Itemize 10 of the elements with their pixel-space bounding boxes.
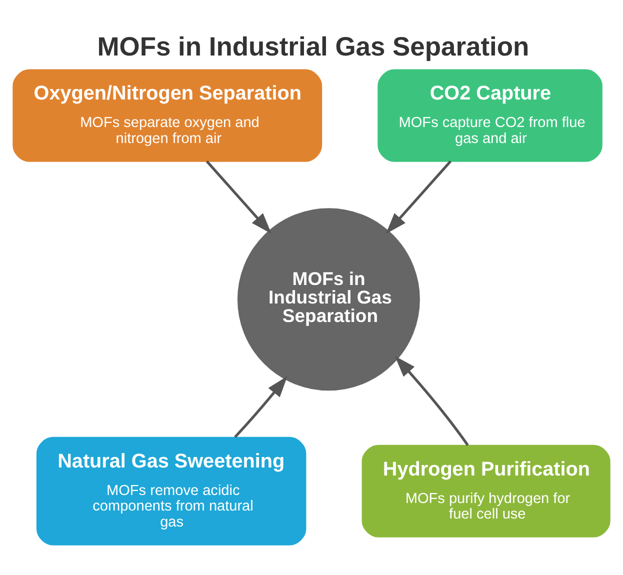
arrow xyxy=(206,160,272,234)
arrow xyxy=(386,160,452,234)
arrow xyxy=(394,356,469,446)
node-box: Hydrogen Purification MOFs purify hydrogen for fuel cell use xyxy=(362,444,610,538)
node-box: Oxygen/Nitrogen Separation MOFs separate oxygen and nitrogen from air xyxy=(12,69,322,162)
node-box: CO2 Capture MOFs capture CO2 from flue gas and air xyxy=(378,69,602,162)
diagram-title: MOFs in Industrial Gas Separation xyxy=(97,31,530,62)
node-box: Natural Gas Sweetening MOFs remove acidic components from natural gas xyxy=(36,436,306,546)
node-circle: MOFs in Industrial Gas Separation xyxy=(237,208,420,391)
arrow xyxy=(234,376,288,438)
